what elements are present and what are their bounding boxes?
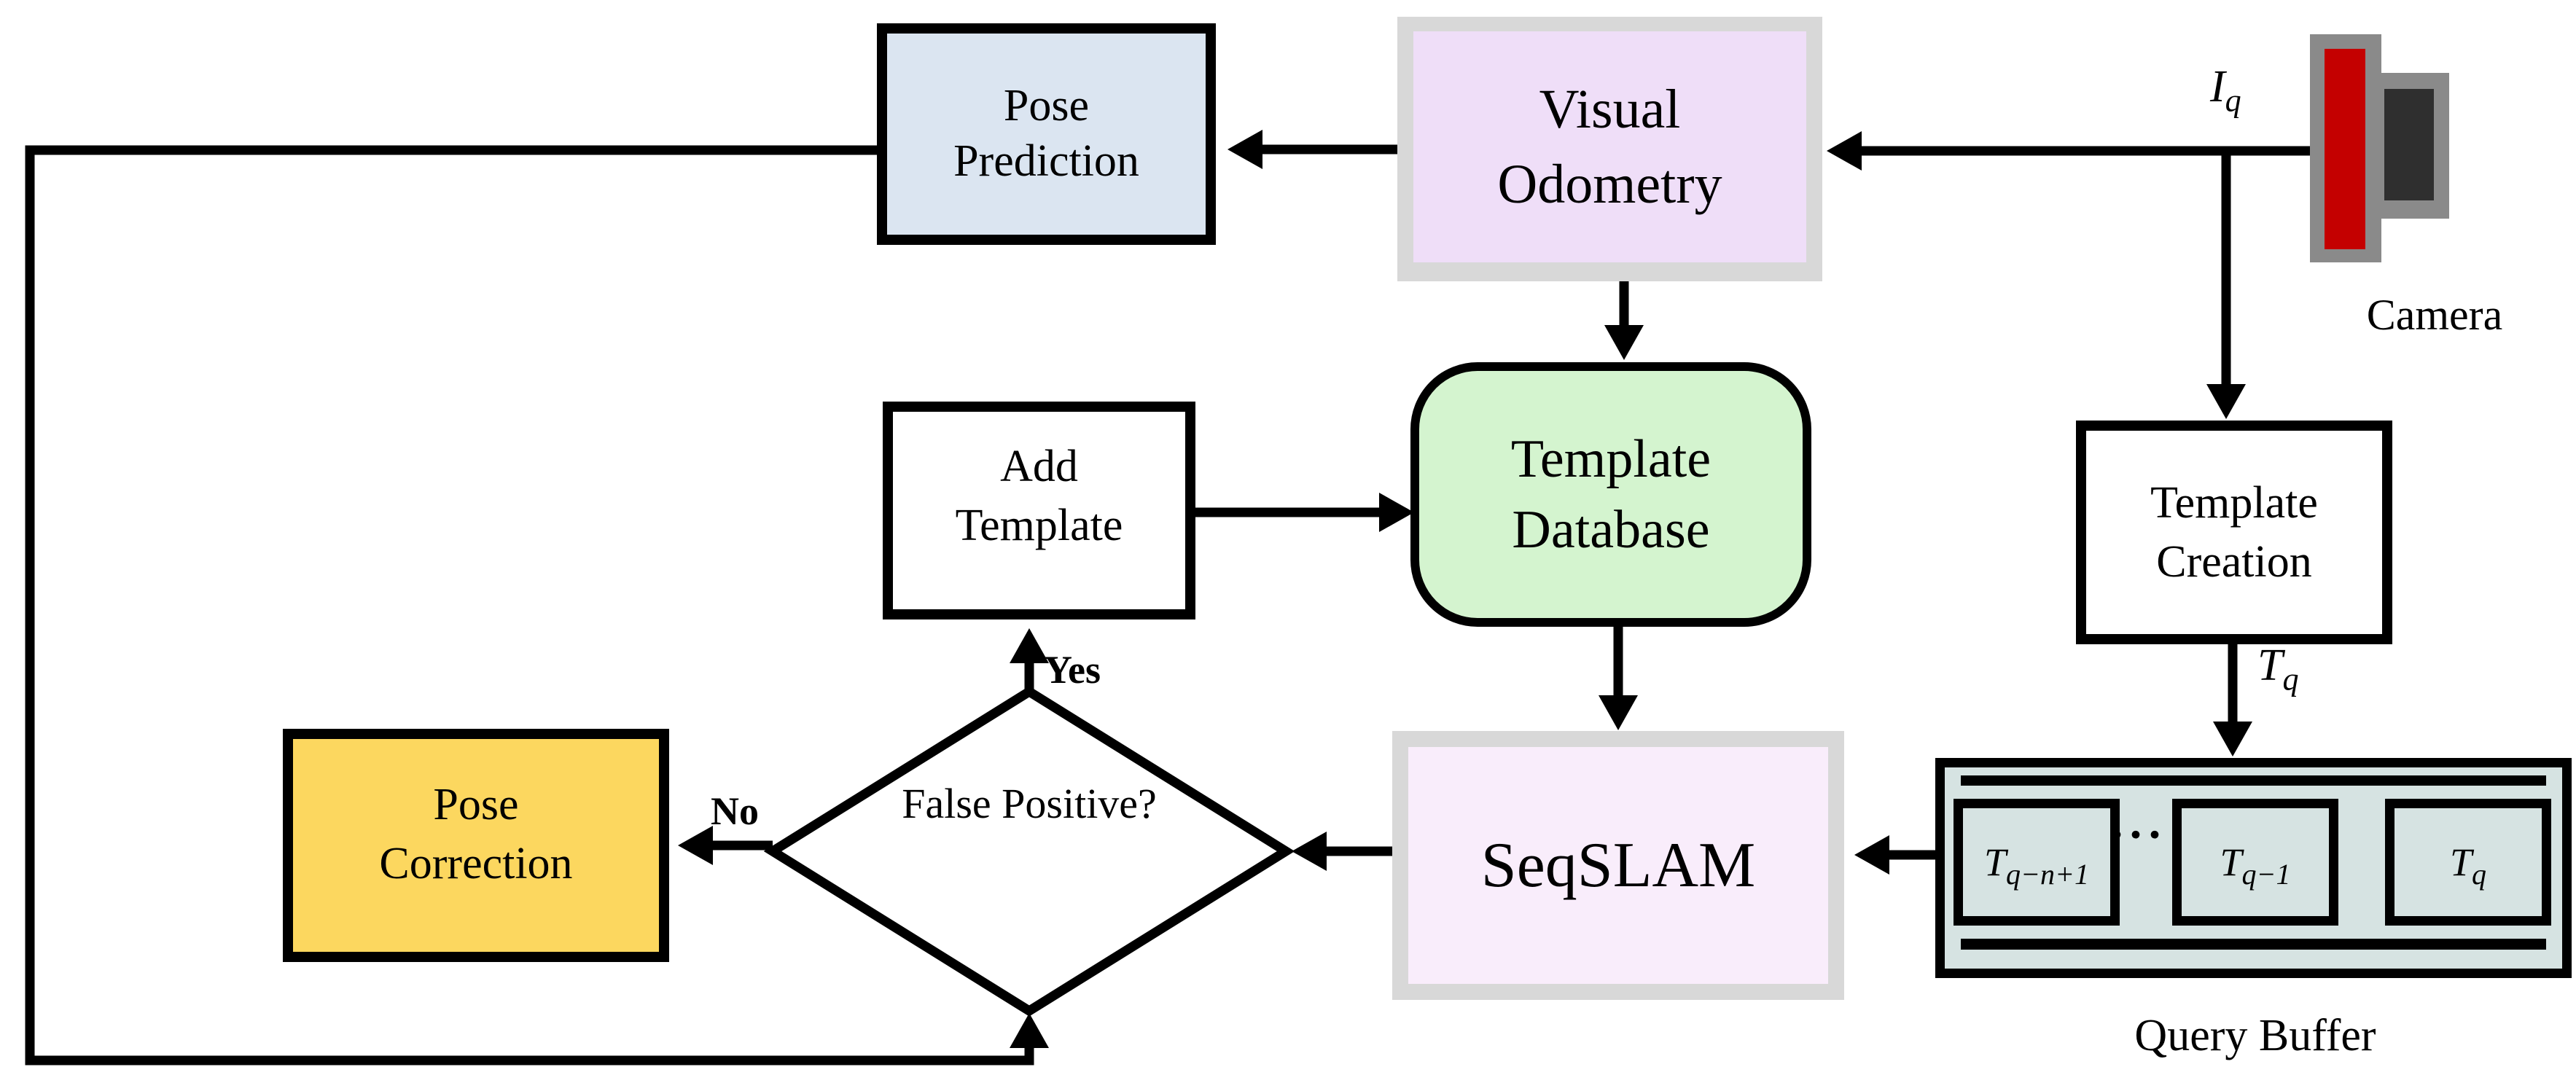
edge-label-no: No <box>711 789 759 833</box>
edge-label-query-image: Iq <box>2210 62 2241 119</box>
node-template-creation: Template Creation <box>2076 421 2392 644</box>
arrow-visual-odometry-to-template-database <box>1604 281 1644 360</box>
query-buffer-top-rail <box>1961 775 2546 786</box>
query-buffer-bottom-rail <box>1961 939 2546 950</box>
pose-prediction-label: Pose Prediction <box>953 81 1139 186</box>
query-buffer-slot-previous: Tq−1 <box>2172 799 2338 926</box>
camera-caption: Camera <box>2366 291 2503 339</box>
arrow-yes-to-add-template <box>1010 628 1049 692</box>
query-buffer-slot-oldest: Tq−n+1 <box>1954 799 2120 926</box>
seqslam-label: SeqSLAM <box>1480 830 1756 901</box>
edge-label-query-template: Tq <box>2257 641 2299 697</box>
arrow-feedback-loop <box>25 145 1049 1066</box>
add-template-label: Add Template <box>955 441 1123 550</box>
arrow-camera-to-visual-odometry <box>1827 131 2310 171</box>
arrow-no-to-pose-correction <box>678 826 773 865</box>
node-visual-odometry: Visual Odometry <box>1413 31 1806 262</box>
query-buffer-caption: Query Buffer <box>2134 1011 2376 1060</box>
node-add-template: Add Template <box>883 402 1195 619</box>
node-template-database: Template Database <box>1410 362 1811 627</box>
node-pose-correction: Pose Correction <box>283 729 669 962</box>
query-buffer-slot-current: Tq <box>2385 799 2551 926</box>
template-creation-label: Template Creation <box>2150 477 2318 587</box>
arrow-seqslam-to-decision <box>1292 832 1392 871</box>
node-pose-prediction: Pose Prediction <box>877 23 1216 245</box>
arrow-query-buffer-to-seqslam <box>1854 835 1935 875</box>
decision-diamond <box>763 686 1295 1017</box>
edge-label-yes: Yes <box>1044 648 1101 692</box>
camera-sensor-icon <box>2384 89 2434 200</box>
decision-question: False Positive? <box>902 780 1157 827</box>
arrow-template-creation-to-query-buffer <box>2213 644 2252 756</box>
arrow-image-to-template-creation <box>2206 151 2246 419</box>
pose-correction-label: Pose Correction <box>379 780 573 888</box>
arrow-visual-odometry-to-pose-prediction <box>1227 130 1397 169</box>
camera-lens-icon <box>2325 49 2365 249</box>
query-buffer-ellipsis: ··· <box>2108 808 2166 861</box>
node-seqslam: SeqSLAM <box>1408 747 1828 984</box>
template-database-label: Template Database <box>1510 429 1712 560</box>
arrow-add-template-to-template-database <box>1195 493 1414 532</box>
visual-odometry-label: Visual Odometry <box>1497 78 1722 215</box>
arrow-template-database-to-seqslam <box>1599 625 1638 730</box>
